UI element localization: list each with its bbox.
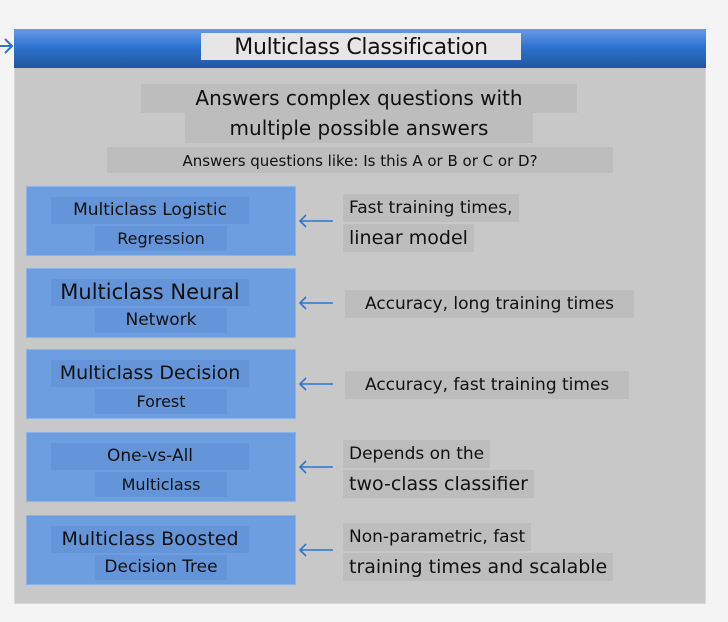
algorithm-name-line2: Regression — [95, 226, 227, 251]
algorithm-note: Accuracy, long training times — [345, 290, 635, 318]
algorithm-name-line1: Multiclass Logistic — [51, 197, 249, 224]
algorithm-name-line2: Forest — [95, 389, 227, 414]
subtitle-line1: Answers complex questions with — [141, 84, 577, 113]
left-arrow-icon — [298, 296, 333, 310]
algorithm-note-line2: training times and scalable — [343, 553, 614, 581]
algorithm-box: Multiclass Decision Forest — [26, 349, 296, 419]
algorithm-note-line2: linear model — [343, 224, 474, 252]
algorithm-name-line2: Network — [95, 308, 227, 333]
algorithm-name-line1: One-vs-All — [51, 443, 249, 470]
algorithm-box: Multiclass Logistic Regression — [26, 186, 296, 256]
left-arrow-icon — [298, 543, 333, 557]
algorithm-name-line1: Multiclass Neural — [51, 279, 249, 306]
subtitle-line2: multiple possible answers — [185, 113, 533, 143]
left-arrow-icon — [298, 460, 333, 474]
algorithm-note: Accuracy, fast training times — [345, 371, 630, 399]
algorithm-note-line1: Fast training times, — [343, 194, 519, 222]
left-arrow-icon — [298, 377, 333, 391]
diagram-title: Multiclass Classification — [201, 33, 521, 60]
question-text: Answers questions like: Is this A or B o… — [107, 147, 613, 173]
left-arrow-icon — [298, 214, 333, 228]
algorithm-box: One-vs-All Multiclass — [26, 432, 296, 502]
algorithm-note-line1: Depends on the — [343, 440, 491, 468]
algorithm-name-line1: Multiclass Decision — [51, 360, 249, 387]
algorithm-name-line2: Decision Tree — [95, 555, 227, 580]
algorithm-name-line2: Multiclass — [95, 472, 227, 497]
algorithm-name-line1: Multiclass Boosted — [51, 526, 249, 553]
incoming-arrow-icon — [0, 38, 14, 54]
algorithm-box: Multiclass Neural Network — [26, 268, 296, 338]
algorithm-box: Multiclass Boosted Decision Tree — [26, 515, 296, 585]
algorithm-note-line1: Non-parametric, fast — [343, 523, 532, 551]
algorithm-note-line2: two-class classifier — [343, 470, 534, 498]
